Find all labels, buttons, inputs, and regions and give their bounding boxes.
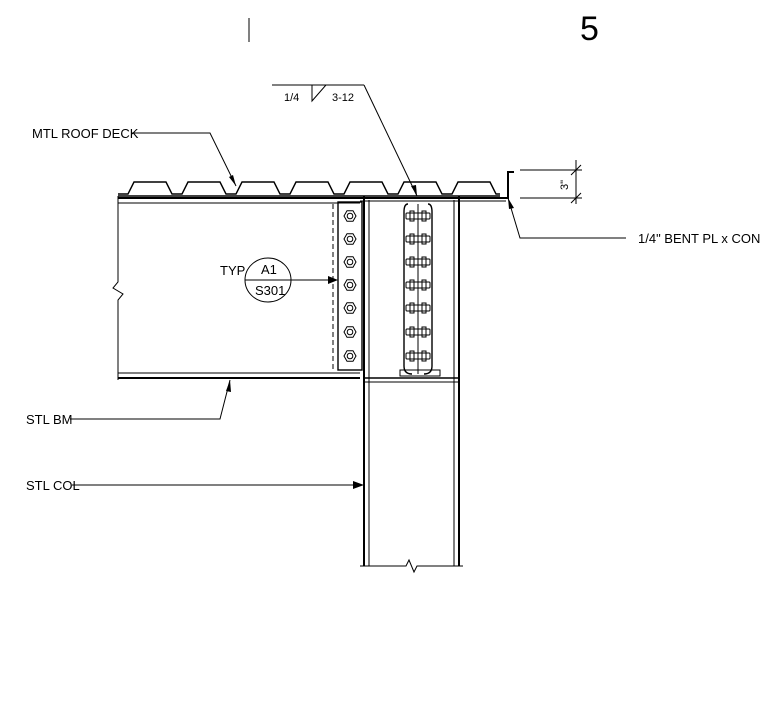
weld-length-pitch: 3-12 <box>332 92 354 104</box>
dimension-3in: 3" <box>520 160 582 204</box>
reference-sheet: S301 <box>255 283 285 298</box>
roof-deck-label: MTL ROOF DECK <box>32 126 139 141</box>
steel-beam <box>112 196 360 380</box>
bent-plate-label: 1/4" BENT PL x CONT <box>638 231 760 246</box>
roof-deck-leader: MTL ROOF DECK <box>32 126 237 187</box>
detail-number: 5 <box>580 10 599 48</box>
weld-size: 1/4 <box>284 92 299 104</box>
shear-tab <box>332 201 365 371</box>
bent-plate <box>360 171 514 199</box>
beam-label: STL BM <box>26 412 72 427</box>
dimension-text: 3" <box>559 180 571 190</box>
steel-column <box>360 196 463 574</box>
column-leader: STL COL <box>26 478 364 493</box>
column-clip-angle <box>399 203 441 377</box>
detail-reference: TYP A1 S301 <box>220 257 338 303</box>
beam-bolts <box>343 210 357 362</box>
weld-symbol: 1/4 3-12 <box>272 84 418 197</box>
beam-leader: STL BM <box>26 379 231 427</box>
column-bolts <box>405 210 431 362</box>
column-label: STL COL <box>26 478 80 493</box>
reference-prefix: TYP <box>220 263 245 278</box>
bent-plate-leader: 1/4" BENT PL x CONT <box>507 197 760 246</box>
roof-deck <box>118 181 500 197</box>
reference-detail-id: A1 <box>261 262 277 277</box>
